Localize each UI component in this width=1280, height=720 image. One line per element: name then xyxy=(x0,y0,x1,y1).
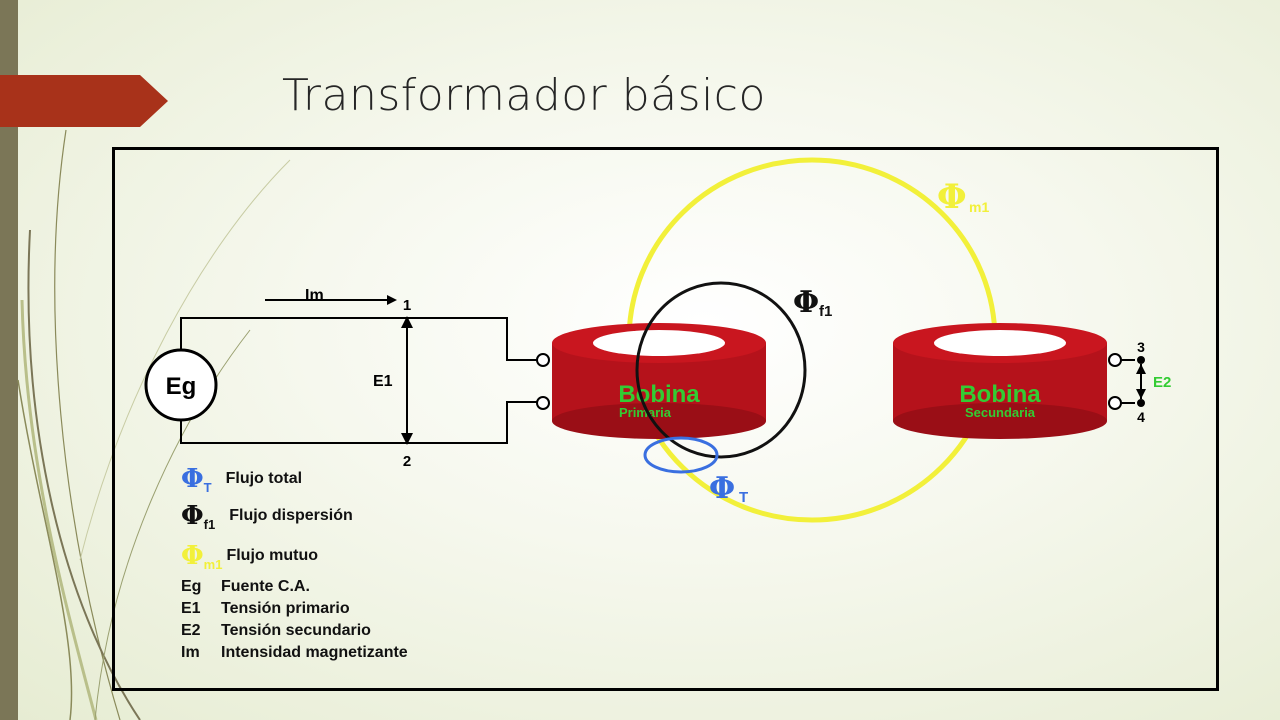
legend-item-abbr: E2 xyxy=(181,622,201,639)
secondary-coil xyxy=(893,323,1107,439)
total-flux-symbol: Φ xyxy=(709,471,735,506)
diagram-canvas: Eg Im 1 2 E1 Bobina Primaria Φ f1 Φ T Φ … xyxy=(144,157,1171,523)
legend-item: Eg Fuente C.A. xyxy=(181,576,581,598)
secondary-terminal-bottom xyxy=(1108,396,1122,410)
e1-arrow-down xyxy=(401,433,413,445)
e1-arrow-up xyxy=(401,316,413,328)
flux-mutual-icon-sub: m1 xyxy=(203,556,223,572)
primary-terminal-bottom xyxy=(536,396,550,410)
secondary-coil-sublabel: Secundaria xyxy=(965,405,1036,420)
legend-item-text: Fuente C.A. xyxy=(221,578,310,595)
legend: Φ T Flujo total Φ f1 Flujo dispersión Φ … xyxy=(181,462,581,664)
e2-arrow-up xyxy=(1136,364,1146,374)
slide-title: Transformador básico xyxy=(282,70,766,121)
primary-circuit xyxy=(180,299,540,444)
current-im-label: Im xyxy=(305,287,324,304)
e1-label: E1 xyxy=(373,373,393,390)
title-arrow-banner xyxy=(0,75,168,127)
mutual-flux-sub: m1 xyxy=(969,199,989,215)
total-flux-sub: T xyxy=(739,489,748,506)
legend-item-text: Tensión secundario xyxy=(221,622,371,639)
legend-item: Im Intensidad magnetizante xyxy=(181,642,581,664)
secondary-coil-label: Bobina xyxy=(959,381,1041,408)
transformer-diagram: Eg Im 1 2 E1 Bobina Primaria Φ f1 Φ T Φ … xyxy=(112,147,1219,691)
primary-coil-sublabel: Primaria xyxy=(619,405,672,420)
flux-leakage-icon-sub: f1 xyxy=(203,516,216,532)
legend-flux-mutual-text: Flujo mutuo xyxy=(226,547,318,564)
terminal-1-label: 1 xyxy=(403,297,411,314)
legend-item-text: Intensidad magnetizante xyxy=(221,644,408,661)
legend-item-abbr: Eg xyxy=(181,578,202,595)
terminal-3-dot xyxy=(1137,356,1145,364)
flux-total-icon-sub: T xyxy=(203,479,212,495)
left-accent-bar xyxy=(0,0,18,720)
terminal-4-label: 4 xyxy=(1137,409,1145,425)
flux-mutual-icon: Φ xyxy=(181,541,204,571)
legend-item-abbr: E1 xyxy=(181,600,201,617)
primary-coil xyxy=(552,323,766,439)
legend-item: E1 Tensión primario xyxy=(181,598,581,620)
terminal-4-dot xyxy=(1137,399,1145,407)
im-arrowhead xyxy=(387,295,397,305)
source-eg xyxy=(144,348,218,422)
legend-item: E2 Tensión secundario xyxy=(181,620,581,642)
total-flux-loop xyxy=(643,436,719,474)
e2-arrow-down xyxy=(1136,389,1146,399)
leakage-flux-sub: f1 xyxy=(819,303,832,320)
e2-label: E2 xyxy=(1153,374,1171,391)
legend-flux-leakage-text: Flujo dispersión xyxy=(229,507,353,524)
mutual-flux-symbol: Φ xyxy=(937,177,967,217)
source-eg-label: Eg xyxy=(166,373,197,400)
primary-coil-label: Bobina xyxy=(618,381,700,408)
flux-total-icon: Φ xyxy=(181,464,204,494)
legend-row-flux-mutual: Φ m1 Flujo mutuo xyxy=(181,536,581,576)
legend-row-flux-total: Φ T Flujo total xyxy=(181,462,581,496)
leakage-flux-symbol: Φ xyxy=(793,285,819,320)
terminal-3-label: 3 xyxy=(1137,339,1145,355)
flux-leakage-icon: Φ xyxy=(181,501,204,531)
terminal-2-label: 2 xyxy=(403,453,411,470)
primary-terminal-top xyxy=(536,353,550,367)
leakage-flux-loop xyxy=(635,281,807,459)
legend-item-abbr: Im xyxy=(181,644,200,661)
legend-item-text: Tensión primario xyxy=(221,600,350,617)
secondary-terminal-top xyxy=(1108,353,1122,367)
legend-flux-total-text: Flujo total xyxy=(225,470,303,487)
legend-row-flux-leakage: Φ f1 Flujo dispersión xyxy=(181,496,581,536)
